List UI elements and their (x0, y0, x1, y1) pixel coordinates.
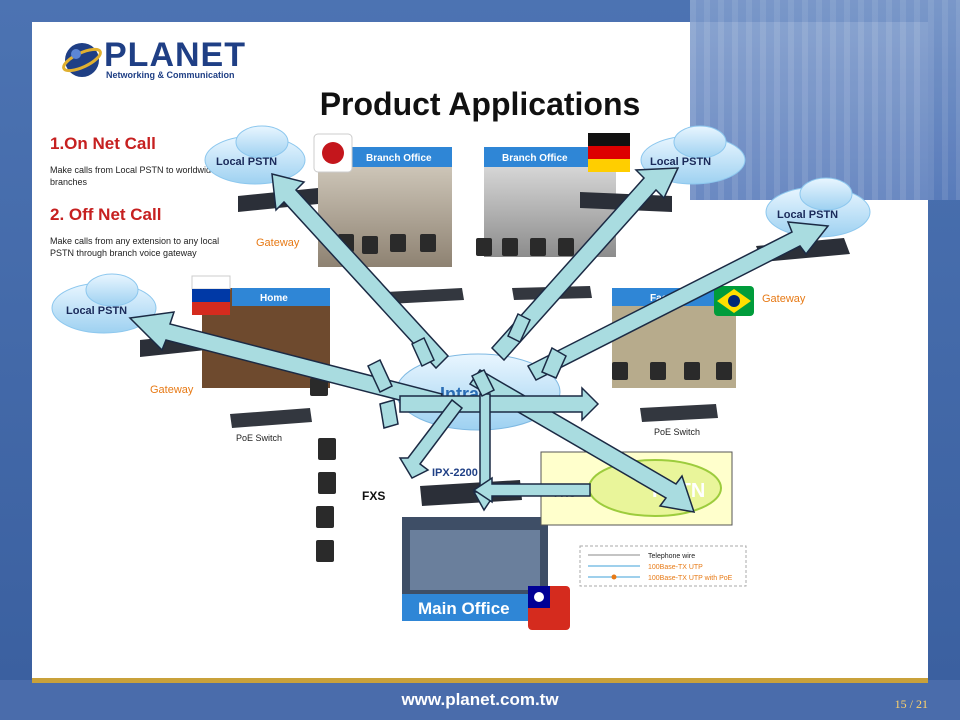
branch-office-japan: Branch Office (313, 133, 452, 267)
ipx-label: IPX-2200 (432, 467, 478, 479)
page-title: Product Applications (319, 86, 641, 122)
germany-flag-icon (588, 133, 630, 172)
ip-phones (310, 234, 732, 562)
section-desc-on-net: Make calls from Local PSTN to worldwide … (50, 165, 217, 187)
legend: Telephone wire 100Base-TX UTP 100Base-TX… (579, 545, 747, 587)
site-label-branch-jp: Branch Office (366, 153, 432, 164)
brazil-flag-icon (714, 286, 754, 316)
site-label-main-office: Main Office (418, 599, 510, 618)
local-pstn-label-jp: Local PSTN (216, 156, 277, 168)
page-number: 15 / 21 (894, 697, 928, 711)
poe-switch-home (230, 408, 312, 428)
planet-logo-icon (62, 43, 102, 77)
call-flow-arrows (128, 167, 830, 513)
arrow-to-fxo (472, 476, 591, 504)
arrow-to-br-pstn (526, 221, 830, 381)
legend-item-utp: 100Base-TX UTP (648, 564, 703, 571)
japan-flag-icon (322, 142, 344, 164)
local-pstn-label-de: Local PSTN (650, 156, 711, 168)
footer-band (0, 680, 960, 720)
local-pstn-label-br: Local PSTN (777, 209, 838, 221)
section-heading-on-net: 1.On Net Call (50, 134, 156, 153)
site-label-branch-de: Branch Office (502, 153, 568, 164)
gateway-label-jp: Gateway (256, 237, 300, 249)
main-office-site: Main Office (402, 517, 570, 630)
legend-item-utp-poe: 100Base-TX UTP with PoE (648, 575, 733, 582)
arrow-to-fxs (398, 398, 464, 479)
poe-switch-jp (386, 288, 464, 304)
poe-switch-label-factory: PoE Switch (654, 427, 700, 437)
arrow-to-de-pstn (490, 167, 680, 362)
poe-switch-factory (640, 404, 718, 422)
dash-block-4 (507, 312, 531, 344)
logo-wordmark: PLANET (104, 36, 246, 74)
footer-url[interactable]: www.planet.com.tw (401, 690, 559, 709)
poe-switch-label-home: PoE Switch (236, 433, 282, 443)
dash-block-1 (367, 358, 393, 394)
gateway-label-br: Gateway (762, 293, 806, 305)
footer-divider (32, 678, 928, 683)
planet-logo: PLANET Networking & Communication (62, 36, 245, 84)
russia-flag-icon (191, 275, 231, 315)
section-desc-off-net: Make calls from any extension to any loc… (50, 236, 220, 258)
local-pstn-cloud-ru: Local PSTN (51, 273, 157, 334)
dash-block-3 (411, 336, 435, 368)
local-pstn-label-ru: Local PSTN (66, 305, 127, 317)
gateway-label-ru: Gateway (150, 384, 194, 396)
fxs-label: FXS (362, 489, 385, 503)
logo-subtitle: Networking & Communication (106, 70, 235, 80)
taiwan-flag-icon (528, 586, 570, 630)
site-label-home: Home (260, 293, 288, 304)
dash-block-6 (470, 368, 496, 398)
section-heading-off-net: 2. Off Net Call (50, 205, 162, 224)
legend-item-telephone: Telephone wire (648, 553, 695, 560)
dash-block-2 (379, 399, 399, 429)
local-pstn-cloud-jp: Local PSTN (204, 125, 306, 185)
dash-block-5 (541, 346, 567, 379)
arrow-to-jp-pstn (271, 173, 450, 370)
